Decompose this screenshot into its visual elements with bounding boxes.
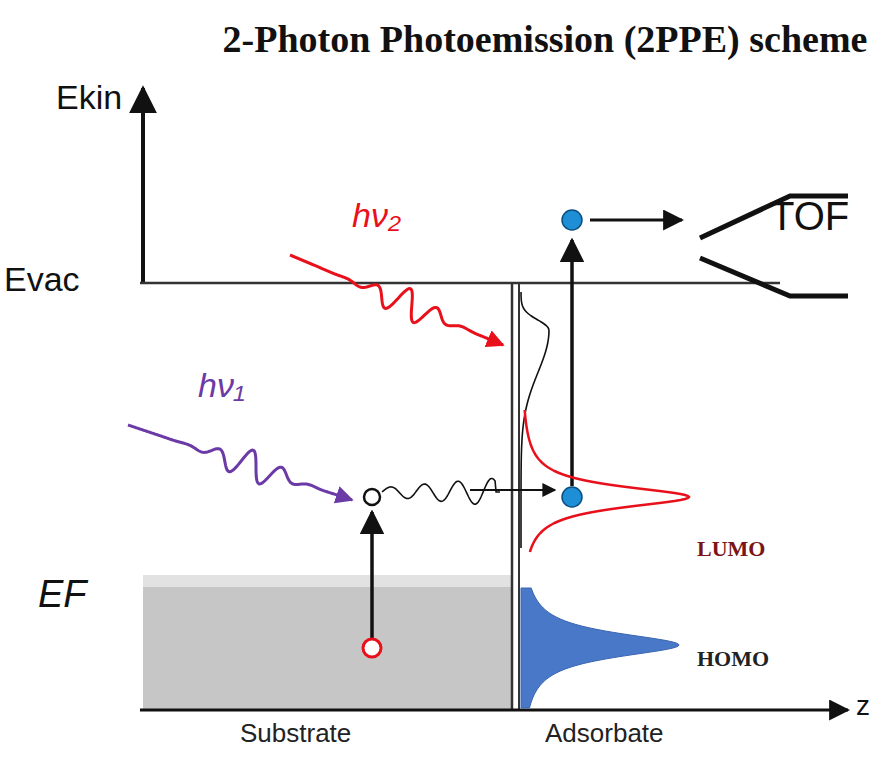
region-label: Adsorbate xyxy=(545,720,664,746)
photon-wave xyxy=(128,425,352,500)
tof-detector xyxy=(700,258,848,296)
energy-axis xyxy=(141,88,145,283)
interface-line xyxy=(518,283,520,710)
electron-dot xyxy=(562,210,582,230)
hot-electron-circle xyxy=(364,489,380,505)
axis-label: Ekin xyxy=(56,80,122,114)
electron-dot xyxy=(562,487,582,507)
hole-circle xyxy=(363,639,381,657)
diagram-title: 2-Photon Photoemission (2PPE) scheme xyxy=(205,14,882,65)
electron-wave xyxy=(382,478,500,504)
detector-label: TOF xyxy=(770,196,849,236)
photoemission-arrow xyxy=(570,240,574,486)
orbital-label: HOMO xyxy=(697,648,769,670)
lumo-peak xyxy=(525,410,689,552)
homo-peak xyxy=(521,588,679,708)
emission-arrow xyxy=(590,219,682,222)
photon-wave xyxy=(290,255,503,345)
substrate-block xyxy=(143,575,513,710)
axis-label: z xyxy=(856,692,870,720)
excitation-arrow xyxy=(370,512,374,638)
interface-line xyxy=(511,283,514,710)
fermi-band xyxy=(143,575,513,587)
z-axis xyxy=(140,709,848,712)
orbital-label: LUMO xyxy=(697,538,765,560)
level-label: EF xyxy=(38,575,87,613)
vacuum-level xyxy=(140,282,780,285)
region-label: Substrate xyxy=(240,720,351,746)
photon-label: hν₁ xyxy=(198,368,245,402)
level-label: Evac xyxy=(4,262,80,296)
transfer-arrow xyxy=(470,489,555,491)
photon-label: hν₂ xyxy=(352,198,401,232)
